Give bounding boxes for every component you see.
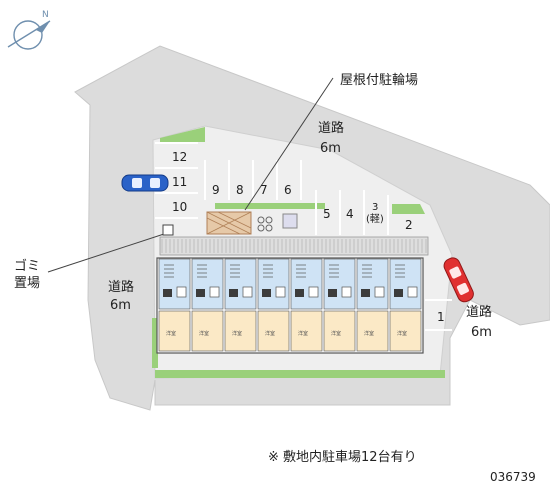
green-left-strip: [152, 318, 158, 368]
compass-label: N: [42, 10, 49, 20]
property-code: 036739: [490, 470, 536, 484]
compass-icon: N: [7, 10, 51, 50]
room-label: 洋室: [331, 330, 341, 337]
parking-space-7: 7: [260, 183, 268, 197]
parking-space-2: 2: [405, 218, 413, 232]
light-car-note: (軽): [366, 213, 384, 225]
green-top: [215, 203, 325, 209]
room-label: 洋室: [298, 330, 308, 337]
parking-left-column: [155, 142, 198, 219]
bicycle-icons: [257, 216, 273, 232]
bicycle-parking-hatch: [206, 211, 252, 235]
room-label: 洋室: [166, 330, 176, 337]
room-label: 洋室: [232, 330, 242, 337]
apartment-unit: 洋室: [257, 258, 290, 352]
parking-space-1-lines: [425, 299, 452, 331]
room-label: 洋室: [265, 330, 275, 337]
bicycle-leader-line: [244, 77, 334, 211]
room-label: 洋室: [364, 330, 374, 337]
road-right-label: 道路: [466, 304, 492, 320]
fence-hatch: [161, 239, 427, 253]
parking-space-1: 1: [437, 310, 445, 324]
green-bottom: [155, 370, 445, 378]
room-label: 洋室: [199, 330, 209, 337]
green-right: [392, 204, 425, 214]
apartment-unit: 洋室: [323, 258, 356, 352]
garbage-leader-line: [47, 232, 168, 273]
apartment-unit: 洋室: [389, 258, 422, 352]
parking-space-12: 12: [172, 150, 187, 164]
parking-space-9: 9: [212, 183, 220, 197]
apartment-unit: 洋室: [191, 258, 224, 352]
road-left-label: 道路: [108, 279, 134, 295]
parking-space-6: 6: [284, 183, 292, 197]
road-top-width: 6m: [320, 141, 341, 156]
garbage-label-line1: ゴミ: [14, 258, 40, 274]
parking-space-10: 10: [172, 200, 187, 214]
road-right-width: 6m: [471, 325, 492, 340]
utility-box: [282, 213, 298, 229]
green-top-left: [160, 127, 205, 142]
apartment-unit: 洋室: [290, 258, 323, 352]
apartment-units: 洋室 洋室 洋室 洋室 洋室 洋室 洋室 洋室: [158, 258, 422, 352]
red-car-icon: [443, 257, 474, 303]
blue-car-icon: [121, 174, 169, 192]
parking-space-3: 3: [372, 202, 378, 213]
road-top-label: 道路: [318, 120, 344, 136]
apartment-unit: 洋室: [356, 258, 389, 352]
garbage-label-line2: 置場: [14, 276, 40, 291]
parking-space-5: 5: [323, 207, 331, 221]
parking-note: ※ 敷地内駐車場12台有り: [268, 450, 417, 465]
garbage-box: [162, 224, 174, 236]
road-left-width: 6m: [110, 298, 131, 313]
parking-middle-row: [204, 160, 302, 200]
parking-right-row: [315, 190, 389, 235]
apartment-unit: 洋室: [224, 258, 257, 352]
bicycle-parking-label: 屋根付駐輪場: [340, 72, 418, 88]
apartment-unit: 洋室: [158, 258, 191, 352]
parking-space-4: 4: [346, 207, 354, 221]
parking-space-8: 8: [236, 183, 244, 197]
parking-space-11: 11: [172, 175, 187, 189]
room-label: 洋室: [397, 330, 407, 337]
